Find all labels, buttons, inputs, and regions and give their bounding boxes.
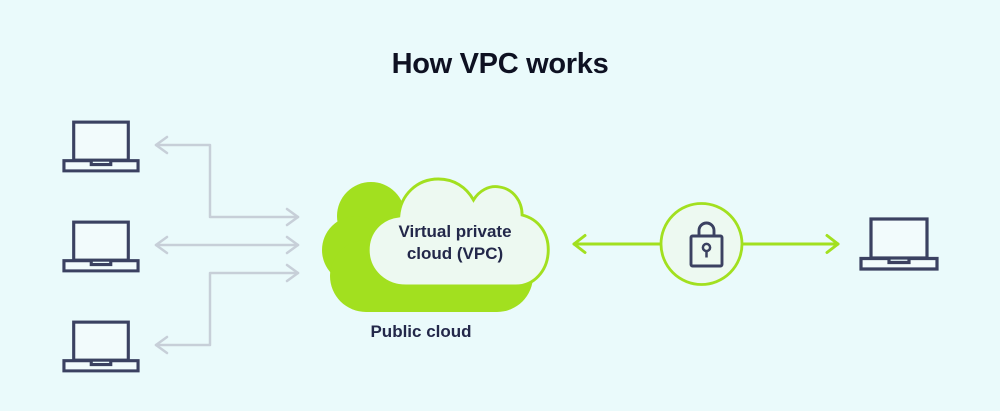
arrowhead-left-icon xyxy=(572,234,587,254)
gateway-circle xyxy=(659,202,744,286)
connector-laptop3-cloud xyxy=(154,263,300,355)
security-gateway xyxy=(659,202,744,286)
arrowhead-right-icon xyxy=(285,263,300,283)
arrowhead-right-icon xyxy=(825,234,840,254)
connector-laptop2-cloud xyxy=(154,235,300,255)
arrowhead-left-icon xyxy=(154,135,169,155)
public-cloud-label: Public cloud xyxy=(370,322,472,341)
arrowhead-left-icon xyxy=(154,335,169,355)
lock-body xyxy=(689,234,724,268)
lock-shackle xyxy=(697,221,716,236)
laptop-icon-3 xyxy=(62,320,140,373)
connector-laptop1-cloud xyxy=(154,135,300,227)
page-title: How VPC works xyxy=(391,48,609,80)
connector-line xyxy=(154,143,300,219)
laptop-icon-1 xyxy=(62,120,140,173)
vpc-cloud-shape xyxy=(368,179,548,286)
arrowhead-right-icon xyxy=(285,235,300,255)
lock-icon xyxy=(689,221,724,268)
connector-line xyxy=(154,271,300,347)
vpc-cloud-label: Virtual private cloud (VPC) xyxy=(398,222,512,264)
connector-gateway-cloud xyxy=(572,234,663,254)
arrowhead-left-icon xyxy=(154,235,169,255)
laptop-icon-remote xyxy=(859,217,939,271)
connector-gateway-laptop xyxy=(740,234,840,254)
laptop-icon-2 xyxy=(62,220,140,273)
arrowhead-right-icon xyxy=(285,207,300,227)
